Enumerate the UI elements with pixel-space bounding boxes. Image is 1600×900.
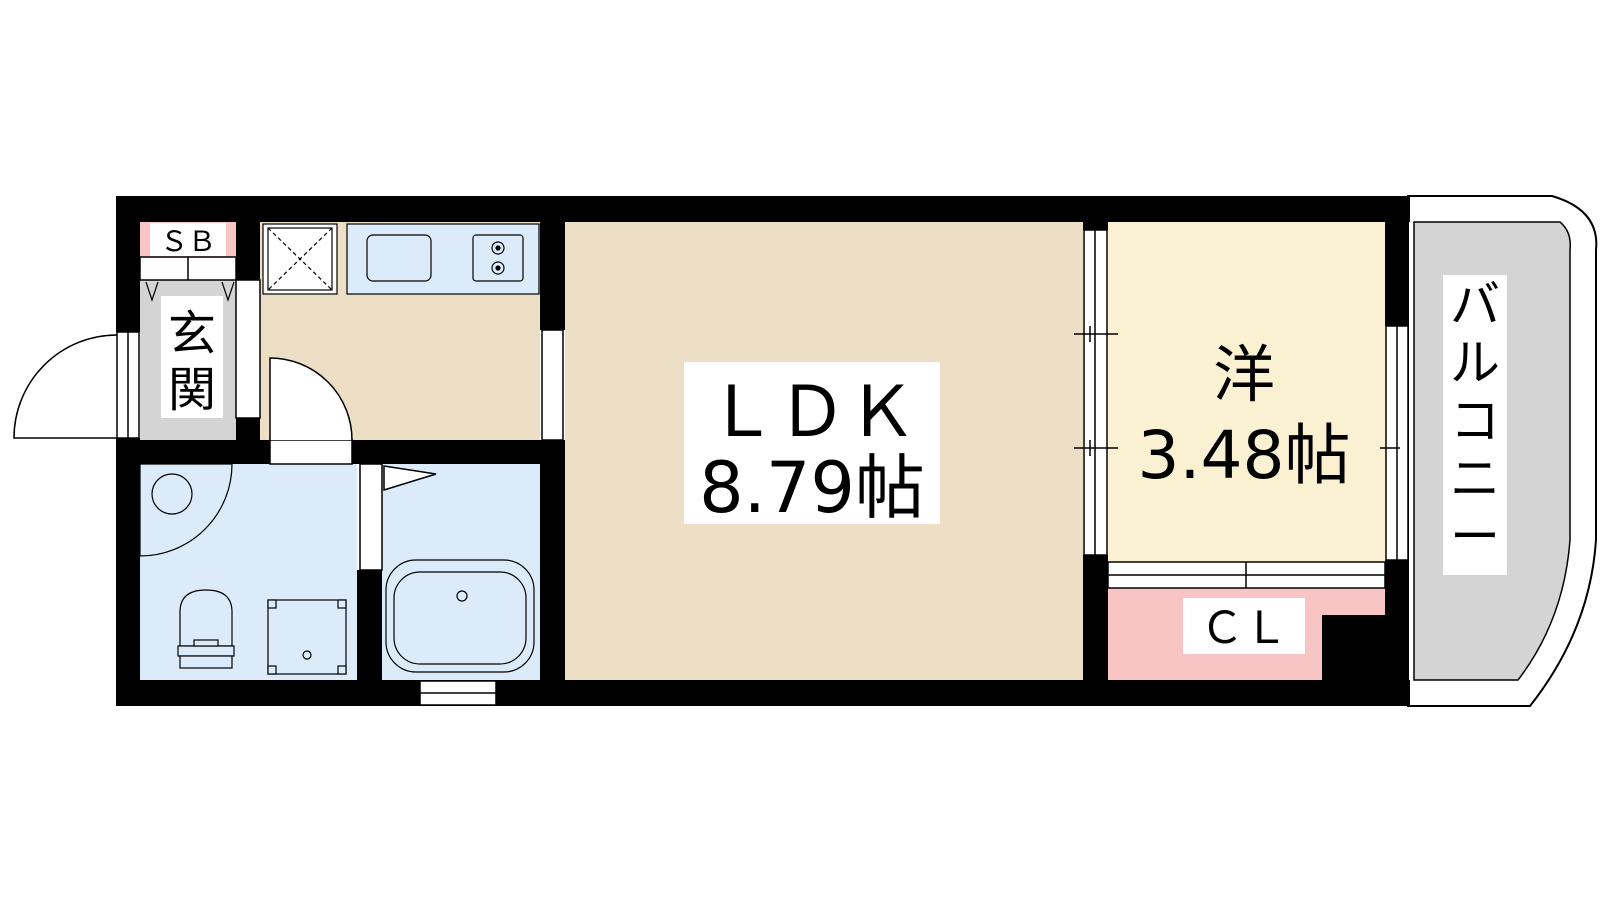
wall-right-upper xyxy=(1385,196,1409,326)
bathtub-icon xyxy=(385,559,535,673)
washroom-door-opening xyxy=(269,439,353,465)
shoe-box-label: ＳＢ xyxy=(160,225,216,258)
western-label-bg xyxy=(1122,330,1362,490)
ldk-label-bg xyxy=(684,362,940,524)
wall-left-upper xyxy=(116,196,140,332)
balcony-label-4: ニ xyxy=(1450,450,1500,508)
balcony-label-2: ル xyxy=(1450,334,1500,392)
refrigerator-space xyxy=(262,223,338,295)
balcony-label-3: コ xyxy=(1450,392,1500,450)
ldk-name-label: ＬＤＫ xyxy=(707,371,917,453)
entrance-sill xyxy=(139,256,237,281)
wall-kitchen-ldk-upper xyxy=(540,222,565,330)
ldk-western-sliding-door xyxy=(1074,229,1118,556)
wall-entrance-right xyxy=(236,222,260,280)
burner-icon xyxy=(491,241,505,255)
wall-kitchen-ldk-lower xyxy=(540,440,565,680)
balcony-label-bg xyxy=(1443,275,1507,575)
bathroom-door-leaf xyxy=(383,465,437,492)
wall-left-lower xyxy=(116,438,140,706)
closet-sliding-door xyxy=(1107,561,1386,589)
ldk-size-label: 8.79帖 xyxy=(699,447,925,529)
entrance-label-2: 関 xyxy=(168,362,216,418)
wall-entrance-right-lower xyxy=(236,418,260,442)
kitchen-sink xyxy=(366,234,432,282)
kitchen-counter xyxy=(346,223,540,295)
closet-label: ＣＬ xyxy=(1200,603,1288,654)
wall-bottom xyxy=(116,680,1410,706)
front-door-swing xyxy=(13,334,118,439)
entrance-label-bg xyxy=(161,296,223,418)
shoe-box-label-bg xyxy=(150,223,226,256)
kitchen-ldk-opening xyxy=(541,329,564,441)
entrance-frame xyxy=(235,279,261,419)
wall-closet-block xyxy=(1322,615,1385,680)
wall-top xyxy=(116,196,1410,222)
closet-label-bg xyxy=(1183,598,1305,654)
bathroom-door-frame xyxy=(359,463,383,571)
toilet-icon xyxy=(177,589,235,669)
wall-toilet-bath xyxy=(357,570,382,680)
balcony-label-1: バ xyxy=(1450,276,1500,334)
burner-icon xyxy=(491,261,505,275)
washroom-door-swing xyxy=(269,357,353,441)
balcony-label-5: ー xyxy=(1450,508,1500,566)
wall-right-lower xyxy=(1385,560,1409,706)
western-window xyxy=(1380,325,1409,561)
bathroom-window xyxy=(419,680,497,706)
western-name-label: 洋 xyxy=(1213,338,1275,411)
gas-stove xyxy=(472,234,524,282)
washing-machine-space xyxy=(267,599,347,675)
western-size-label: 3.48帖 xyxy=(1138,417,1351,494)
wall-wet-north-right xyxy=(352,440,565,464)
entrance-step-mark-left xyxy=(145,281,159,302)
wall-wet-north-left xyxy=(140,440,270,464)
entrance-label-1: 玄 xyxy=(168,306,216,362)
entrance-step-mark-right xyxy=(221,281,235,302)
wall-ldk-western-upper xyxy=(1083,222,1108,230)
wall-ldk-western-lower xyxy=(1083,555,1108,680)
front-door xyxy=(116,331,140,439)
washbasin-bowl xyxy=(151,473,193,515)
